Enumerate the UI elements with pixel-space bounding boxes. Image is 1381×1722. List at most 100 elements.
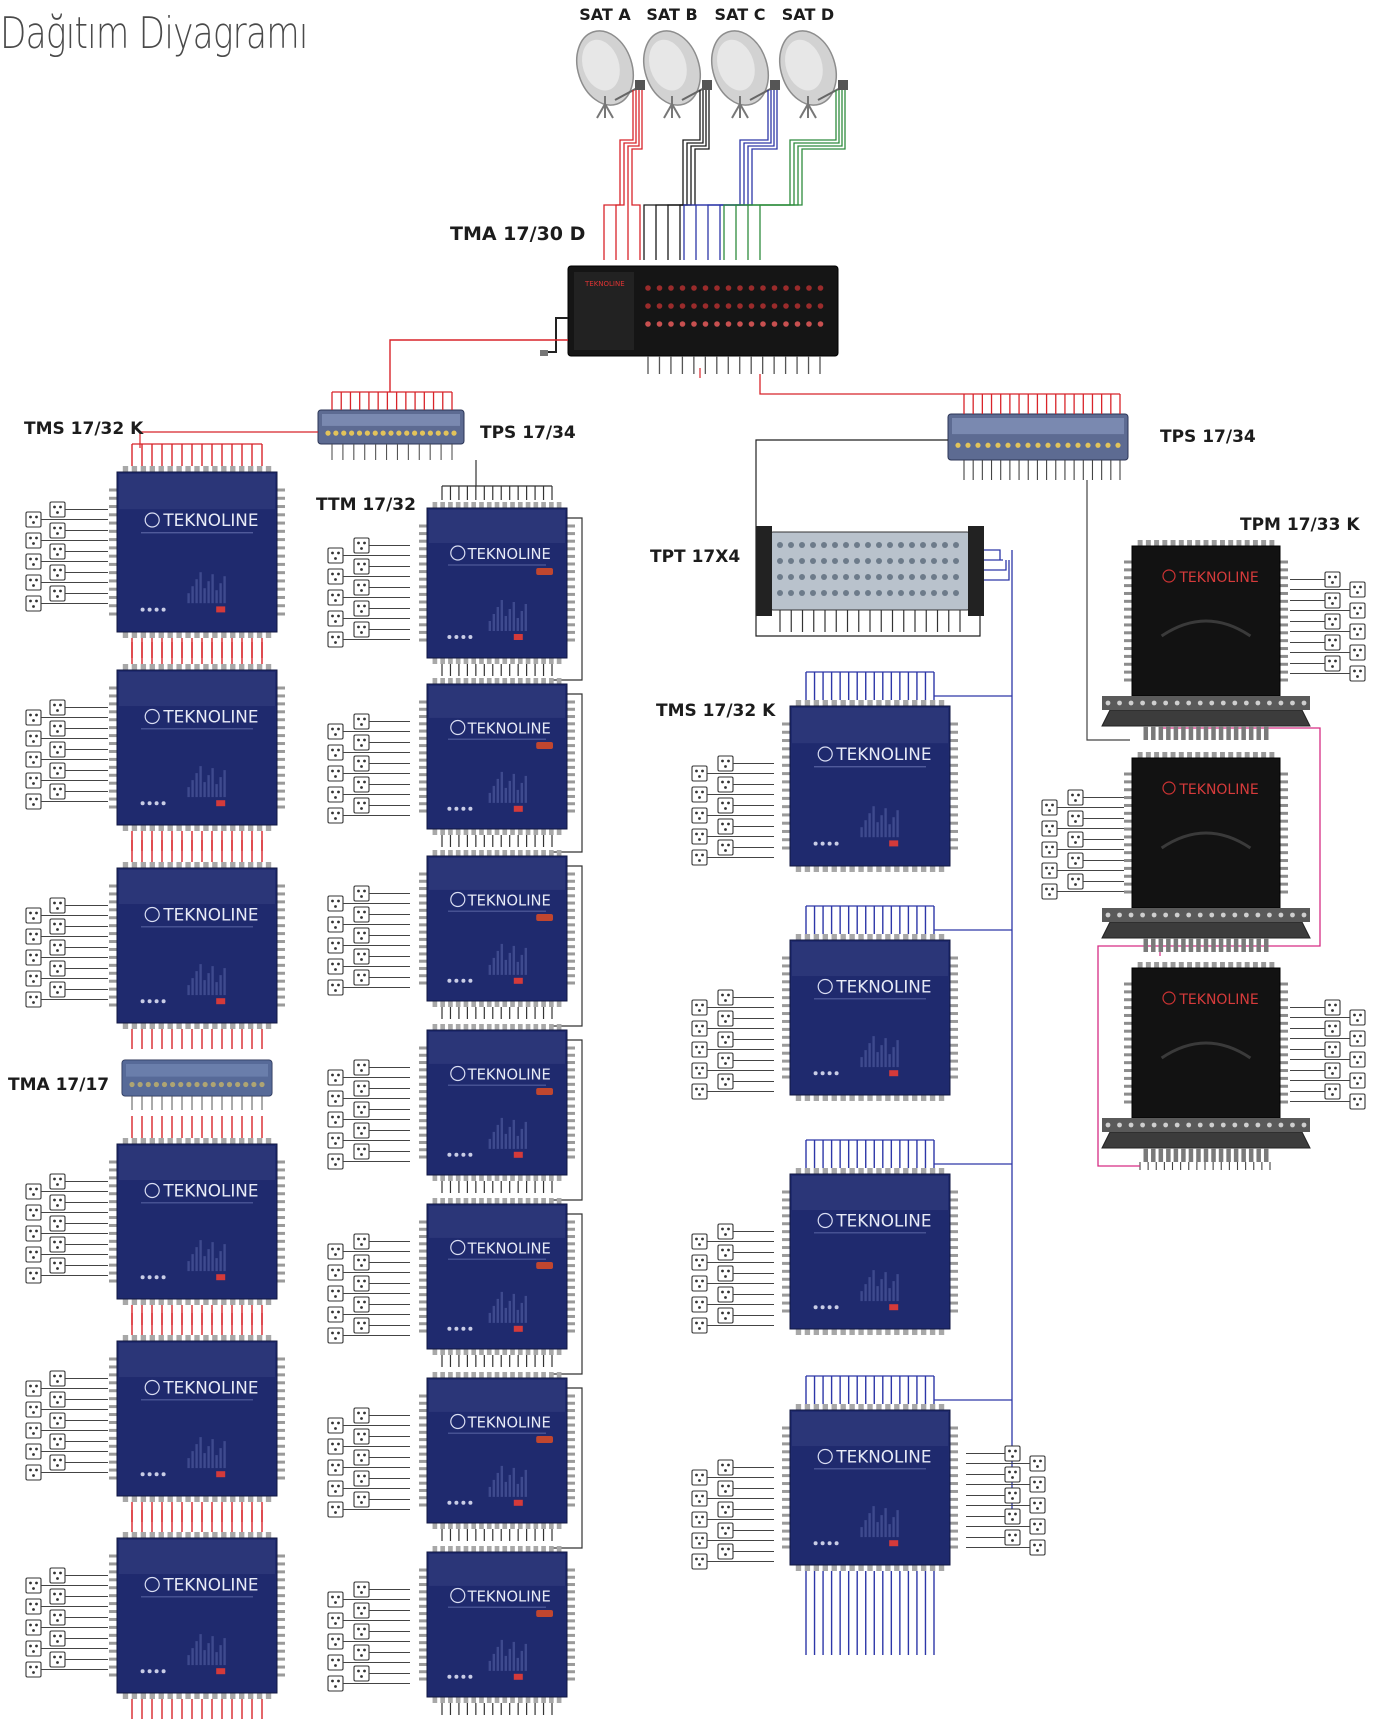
- outlet-icon: [327, 1069, 344, 1086]
- outlet-group: [25, 897, 108, 1008]
- logo-icon: [450, 545, 466, 561]
- outlet-icon: [353, 969, 370, 986]
- cable-bundle: [603, 90, 643, 260]
- outlet-icon: [49, 1609, 66, 1626]
- outlet-icon: [1029, 1455, 1046, 1472]
- outlet-icon: [717, 1501, 734, 1518]
- outlet-icon: [25, 970, 42, 987]
- base-plate: [1101, 709, 1311, 727]
- outlet-icon: [327, 958, 344, 975]
- outlet-icon: [327, 1633, 344, 1650]
- outlet-icon: [1004, 1508, 1021, 1525]
- outlet-icon: [25, 907, 42, 924]
- outlet-icon: [691, 849, 708, 866]
- outlet-icon: [25, 1267, 42, 1284]
- outlet-icon: [327, 1438, 344, 1455]
- outlet-icon: [353, 1581, 370, 1598]
- outlet-icon: [327, 631, 344, 648]
- outlet-icon: [691, 1233, 708, 1250]
- outlet-icon: [327, 1675, 344, 1692]
- outlet-icon: [1041, 862, 1058, 879]
- logo-icon: [144, 906, 160, 923]
- cable-bundle: [723, 90, 846, 260]
- logo-icon: [817, 746, 833, 762]
- outlet-icon: [327, 765, 344, 782]
- outlet-icon: [691, 1317, 708, 1334]
- outlet-icon: [353, 1644, 370, 1661]
- outlet-icon: [25, 1443, 42, 1460]
- outlet-icon: [49, 699, 66, 716]
- outlet-icon: [49, 897, 66, 914]
- outlet-icon: [1324, 1041, 1341, 1058]
- outlet-group: [1041, 789, 1124, 900]
- outlet-icon: [717, 1010, 734, 1027]
- logo-icon: [817, 1448, 833, 1465]
- logo-icon: [1162, 781, 1176, 795]
- outlet-icon: [25, 1380, 42, 1397]
- outlet-icon: [49, 1391, 66, 1408]
- outlet-icon: [49, 1412, 66, 1429]
- tms-center-label: TMS 17/32 K: [656, 701, 776, 721]
- outlet-icon: [49, 585, 66, 602]
- tms-left-column: TMS 17/32 K: [24, 419, 263, 1719]
- outlet-icon: [49, 960, 66, 977]
- outlet-group: [691, 1223, 774, 1334]
- tms-left-switch: TEKNOLINE: [109, 1532, 285, 1699]
- base-plate: [1101, 1131, 1311, 1149]
- model-badge: [536, 1088, 553, 1095]
- logo-icon: [817, 978, 833, 995]
- ttm-switch: TEKNOLINE: [419, 1546, 575, 1703]
- logo-icon: [450, 1587, 466, 1604]
- outlet-icon: [691, 765, 708, 782]
- outlet-icon: [691, 1041, 708, 1058]
- outlet-icon: [353, 1275, 370, 1292]
- outlet-icon: [1349, 665, 1366, 682]
- logo-icon: [1162, 991, 1176, 1005]
- tps-left: TPS 17/34: [139, 391, 576, 460]
- outlet-icon: [327, 916, 344, 933]
- outlet-icon: [1324, 613, 1341, 630]
- outlet-group: [25, 1567, 108, 1678]
- satellite-dish-icon: [779, 30, 848, 119]
- outlet-icon: [1067, 852, 1084, 869]
- brand-logo: TEKNOLINE: [162, 905, 258, 925]
- outlet-icon: [1324, 999, 1341, 1016]
- ttm-switch: TEKNOLINE: [419, 1372, 575, 1529]
- outlet-group: [327, 1581, 410, 1692]
- outlet-group: [327, 885, 410, 996]
- outlet-icon: [353, 1233, 370, 1250]
- outlet-icon: [1004, 1529, 1021, 1546]
- outlet-icon: [353, 906, 370, 923]
- outlet-icon: [327, 979, 344, 996]
- outlet-icon: [1349, 1030, 1366, 1047]
- outlet-icon: [353, 537, 370, 554]
- outlet-icon: [49, 1236, 66, 1253]
- brand-logo: TEKNOLINE: [835, 744, 931, 764]
- base-plate: [1101, 921, 1311, 939]
- outlet-icon: [717, 1286, 734, 1303]
- outlet-icon: [1041, 820, 1058, 837]
- outlet-icon: [353, 948, 370, 965]
- outlet-icon: [717, 1031, 734, 1048]
- outlet-icon: [25, 1619, 42, 1636]
- outlet-icon: [327, 1285, 344, 1302]
- tms-center-switch: TEKNOLINE: [782, 1404, 958, 1571]
- page-title: Dağıtım Diyagramı: [0, 8, 308, 59]
- ttm-label: TTM 17/32: [316, 495, 416, 515]
- sat-label-2: SAT C: [715, 5, 766, 24]
- tps-right-label: TPS 17/34: [1160, 427, 1256, 447]
- outlet-icon: [327, 1132, 344, 1149]
- brand-logo: TEKNOLINE: [467, 546, 551, 563]
- outlet-icon: [25, 595, 42, 612]
- sat-label-1: SAT B: [646, 5, 697, 24]
- outlet-icon: [353, 621, 370, 638]
- outlet-icon: [49, 1630, 66, 1647]
- brand-logo: TEKNOLINE: [467, 1241, 551, 1258]
- outlet-icon: [353, 1122, 370, 1139]
- outlet-group: [327, 537, 410, 648]
- outlet-icon: [49, 1651, 66, 1668]
- outlet-icon: [49, 1454, 66, 1471]
- model-badge: [536, 568, 553, 575]
- outlet-icon: [691, 828, 708, 845]
- outlet-icon: [49, 1257, 66, 1274]
